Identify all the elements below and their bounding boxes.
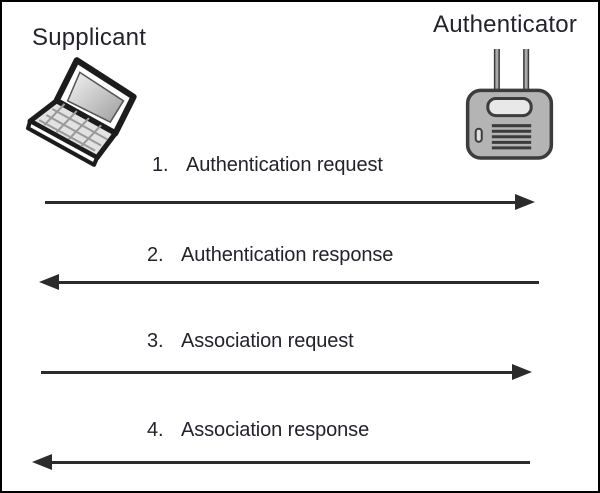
arrowhead-left-icon	[39, 274, 59, 290]
message-arrow-right-1	[45, 194, 535, 210]
message-label-1: 1. Authentication request	[152, 154, 383, 177]
arrowhead-left-icon	[32, 454, 52, 470]
arrowhead-right-icon	[515, 194, 535, 210]
arrow-line	[52, 460, 530, 464]
arrow-line	[45, 200, 515, 204]
message-arrow-left-4	[32, 454, 530, 470]
arrow-line	[59, 280, 539, 284]
message-number: 1.	[152, 154, 169, 176]
supplicant-label: Supplicant	[32, 24, 147, 51]
arrow-line	[41, 370, 512, 374]
message-label-4: 4. Association response	[147, 419, 369, 442]
message-label-3: 3. Association request	[147, 330, 354, 353]
message-arrow-left-2	[39, 274, 539, 290]
message-label-2: 2. Authentication response	[147, 244, 393, 267]
message-number: 3.	[147, 330, 164, 352]
arrowhead-right-icon	[512, 364, 532, 380]
laptop-icon	[26, 56, 158, 168]
message-text: Authentication request	[186, 154, 383, 176]
message-number: 2.	[147, 244, 164, 266]
message-number: 4.	[147, 419, 164, 441]
message-text: Association response	[181, 419, 370, 441]
authenticator-label: Authenticator	[433, 11, 578, 38]
access-point-icon	[463, 46, 557, 162]
message-arrow-right-3	[41, 364, 532, 380]
message-text: Association request	[181, 330, 354, 352]
message-text: Authentication response	[181, 244, 394, 266]
